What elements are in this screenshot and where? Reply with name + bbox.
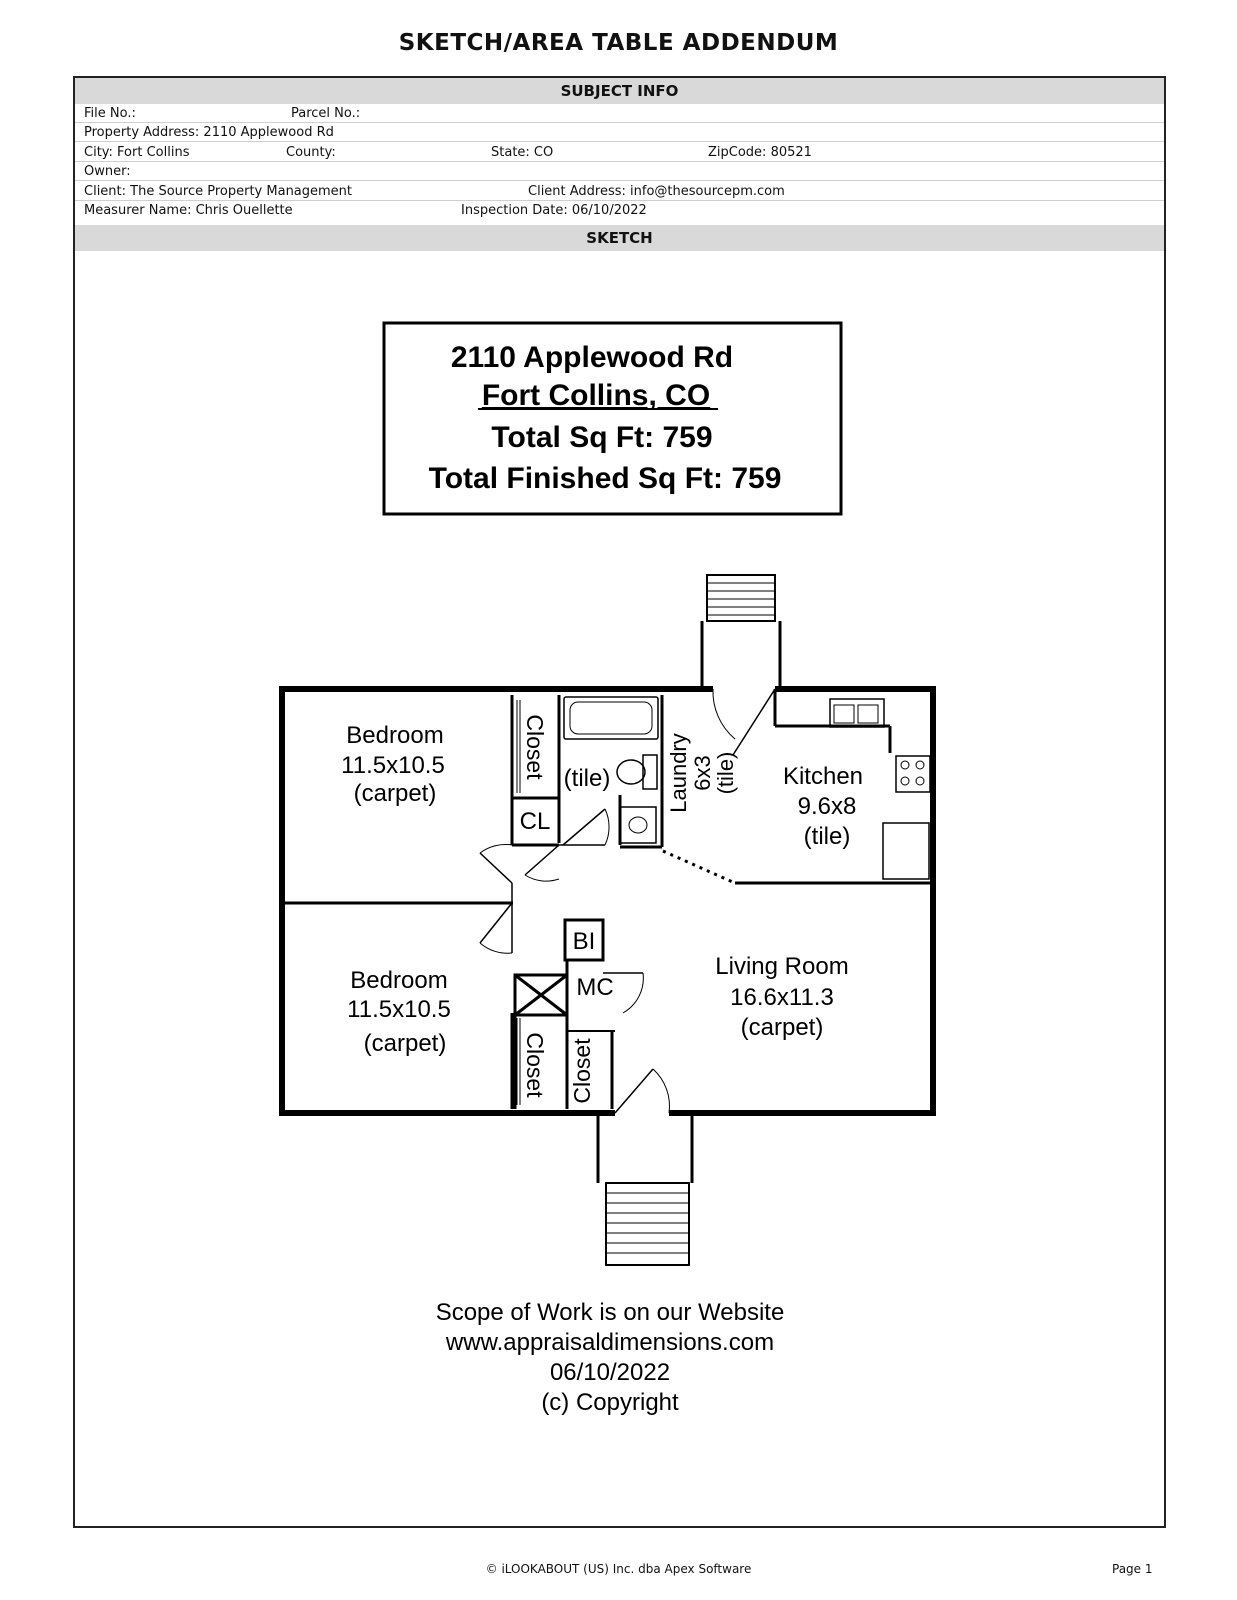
back-door-swing [712, 688, 736, 740]
bedroom2-name: Bedroom [350, 967, 447, 994]
addendum-frame: SUBJECT INFO File No.: Parcel No.: Prope… [73, 76, 1166, 1528]
bathroom-fixtures [563, 696, 659, 844]
toilet-icon [616, 759, 646, 785]
back-stairs [700, 574, 782, 689]
bedroom-doors [479, 808, 644, 1014]
summary-finished-sqft: Total Finished Sq Ft: 759 [429, 462, 782, 495]
bi-label: BI [573, 928, 596, 955]
sketch-heading: SKETCH [75, 225, 1164, 251]
owner: Owner: [84, 164, 131, 179]
subject-info-heading: SUBJECT INFO [75, 78, 1164, 104]
living-room-floor: (carpet) [741, 1014, 824, 1041]
parcel-no: Parcel No.: [291, 106, 361, 121]
client: Client: The Source Property Management [84, 184, 353, 199]
file-no: File No.: [84, 106, 136, 121]
info-row-client: Client: The Source Property Management C… [75, 182, 1164, 201]
interior-walls [282, 689, 933, 1183]
closet3-label: Closet [569, 1038, 595, 1104]
front-door-swing [652, 1068, 670, 1114]
kitchen-name: Kitchen [783, 763, 863, 790]
zipcode: ZipCode: 80521 [708, 145, 812, 160]
info-row-address: Property Address: 2110 Applewood Rd [75, 123, 1164, 142]
back-door [732, 688, 776, 756]
kitchen-sink-icon [829, 698, 885, 728]
front-stairs [605, 1182, 690, 1266]
bedroom2-dims: 11.5x10.5 [347, 996, 451, 1023]
scope-note: Scope of Work is on our Website [436, 1299, 785, 1326]
summary-address: 2110 Applewood Rd [451, 341, 733, 374]
mc-label: MC [576, 974, 613, 1001]
summary-city: Fort Collins, CO [482, 379, 710, 412]
info-row-owner: Owner: [75, 162, 1164, 181]
cl-label: CL [520, 808, 551, 835]
property-address: Property Address: 2110 Applewood Rd [84, 125, 334, 140]
client-address: Client Address: info@thesourcepm.com [528, 184, 785, 199]
footer-vendor: © iLOOKABOUT (US) Inc. dba Apex Software [485, 1562, 752, 1576]
floor-plan-sketch: 2110 Applewood Rd Fort Collins, CO Total… [279, 321, 936, 1416]
stove-icon [895, 755, 931, 793]
bedroom2-floor: (carpet) [364, 1030, 447, 1057]
date-note: 06/10/2022 [550, 1359, 670, 1386]
laundry-dims: 6x3 [690, 755, 715, 790]
closet-doors [516, 700, 521, 1105]
city: City: Fort Collins [84, 145, 190, 160]
summary-total-sqft: Total Sq Ft: 759 [491, 421, 712, 454]
bedroom1-name: Bedroom [346, 722, 443, 749]
laundry-floor: (tile) [713, 752, 738, 795]
inspection-date: Inspection Date: 06/10/2022 [461, 203, 647, 218]
measurer-name: Measurer Name: Chris Ouellette [84, 203, 293, 218]
copyright-note: (c) Copyright [541, 1389, 679, 1416]
kitchen-floor: (tile) [804, 823, 851, 850]
kitchen-fixtures [829, 698, 931, 880]
bedroom1-dims: 11.5x10.5 [341, 752, 445, 779]
laundry-opening [662, 849, 736, 885]
living-room-dims: 16.6x11.3 [730, 984, 834, 1011]
closet1-label: Closet [522, 714, 548, 780]
kitchen-dims: 9.6x8 [798, 793, 857, 820]
front-door [614, 1068, 654, 1114]
info-row-file: File No.: Parcel No.: [75, 104, 1164, 123]
living-room-name: Living Room [715, 953, 848, 980]
footer-page: Page 1 [1112, 1562, 1153, 1576]
info-row-measurer: Measurer Name: Chris Ouellette Inspectio… [75, 201, 1164, 220]
state: State: CO [491, 145, 554, 160]
exterior-walls [279, 686, 936, 1116]
refrigerator-icon [882, 822, 930, 880]
summary-box [382, 321, 843, 516]
info-row-city: City: Fort Collins County: State: CO Zip… [75, 143, 1164, 162]
bath-floor-label: (tile) [564, 765, 611, 792]
sink-icon [619, 806, 657, 844]
county: County: [286, 145, 336, 160]
bedroom1-floor: (carpet) [354, 780, 437, 807]
website-note: www.appraisaldimensions.com [445, 1329, 774, 1356]
bathtub-icon [563, 696, 659, 740]
document-title: SKETCH/AREA TABLE ADDENDUM [398, 30, 839, 56]
closet2-label: Closet [522, 1032, 548, 1098]
laundry-name: Laundry [666, 733, 691, 813]
